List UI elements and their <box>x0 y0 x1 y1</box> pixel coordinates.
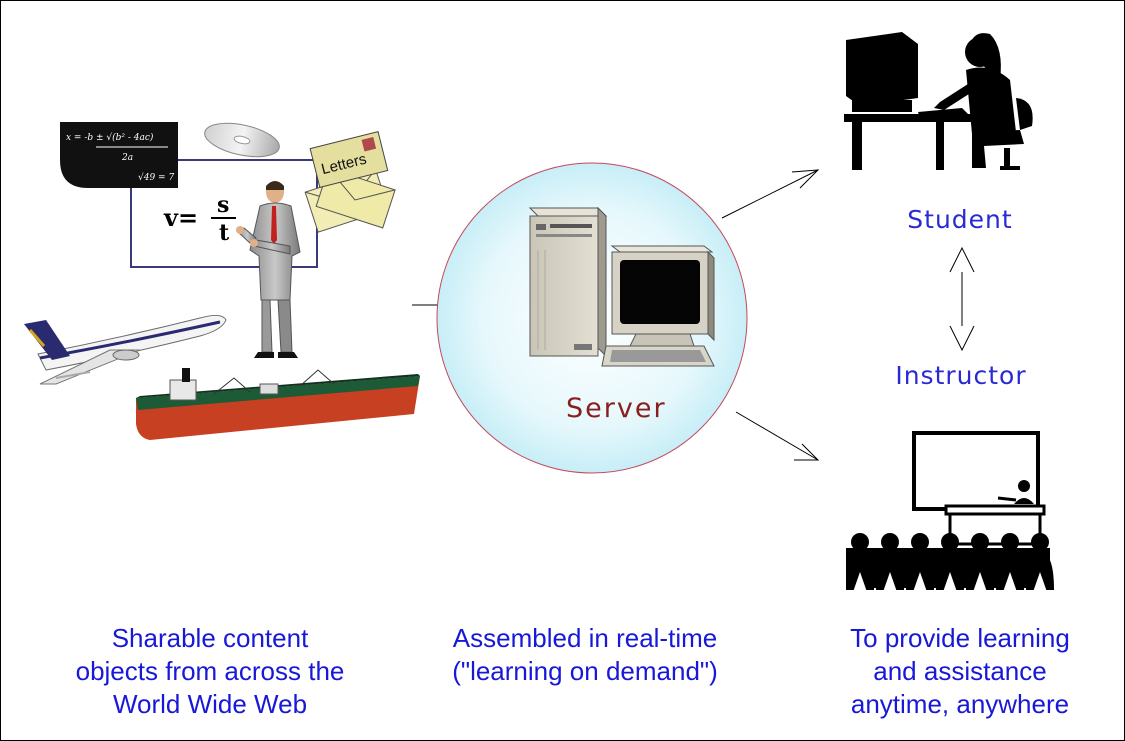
arrow-server-to-classroom <box>735 411 820 461</box>
audience-member-body <box>966 552 994 590</box>
caption-right-line-2: and assistance <box>873 656 1047 686</box>
caption-left-line-2: objects from across the <box>75 656 345 686</box>
audience-member-head <box>851 533 869 551</box>
audience-seat-gap <box>913 572 927 592</box>
caption-right: To provide learning and assistance anyti… <box>800 622 1120 721</box>
content-collage: x = -b ± √(b² - 4ac) 2a √49 = 7 v= s t <box>24 122 420 440</box>
velocity-numerator: s <box>217 192 229 218</box>
audience-member-head <box>1001 533 1019 551</box>
classroom-icon <box>846 431 1050 588</box>
audience-row <box>846 533 1054 592</box>
audience-member-head <box>941 533 959 551</box>
audience-seat-gap <box>1003 572 1017 592</box>
caption-center-line-1: Assembled in real-time <box>452 623 718 653</box>
audience-member-head <box>881 533 899 551</box>
caption-right-line-3: anytime, anywhere <box>850 689 1070 719</box>
instructor-label: Instructor <box>895 361 1027 390</box>
caption-left-line-1: Sharable content <box>111 623 309 653</box>
cd-disc-icon <box>204 122 280 158</box>
audience-member-body <box>996 552 1024 590</box>
audience-seat-gap <box>973 572 987 592</box>
audience-seat-gap <box>1033 572 1047 592</box>
student-label: Student <box>907 205 1013 234</box>
presenter-figure <box>236 181 301 358</box>
audience-member-head <box>1031 533 1049 551</box>
student-at-computer-icon <box>844 32 1033 170</box>
tanker-ship-image <box>136 368 420 440</box>
audience-member-body <box>876 552 904 590</box>
letters-envelopes-icon: Letters <box>304 131 396 233</box>
formula-sqrt: √49 = 7 <box>138 172 174 183</box>
audience-member-body <box>906 552 934 590</box>
caption-right-line-1: To provide learning <box>850 623 1070 653</box>
audience-member-head <box>911 533 929 551</box>
caption-left: Sharable content objects from across the… <box>40 622 380 721</box>
audience-member-body <box>846 552 874 590</box>
caption-left-line-3: World Wide Web <box>112 689 308 719</box>
velocity-denominator: t <box>219 220 230 246</box>
arrow-server-to-student <box>721 169 820 219</box>
velocity-lhs: v= <box>163 203 198 232</box>
server-computer-icon <box>528 206 715 367</box>
audience-member-body <box>1026 552 1054 590</box>
audience-seat-gap <box>883 572 897 592</box>
formula-top: x = -b ± √(b² - 4ac) <box>66 132 154 143</box>
caption-center: Assembled in real-time ("learning on dem… <box>420 622 750 688</box>
airplane-image <box>24 314 227 385</box>
server-label: Server <box>566 393 667 424</box>
chalkboard-image: x = -b ± √(b² - 4ac) 2a √49 = 7 <box>60 122 178 188</box>
formula-denominator: 2a <box>121 153 133 163</box>
audience-member-head <box>971 533 989 551</box>
audience-member-body <box>936 552 964 590</box>
audience-seat-gap <box>853 572 867 592</box>
audience-seat-gap <box>943 572 957 592</box>
caption-center-line-2: ("learning on demand") <box>452 656 718 686</box>
arrow-student-instructor <box>949 246 975 352</box>
